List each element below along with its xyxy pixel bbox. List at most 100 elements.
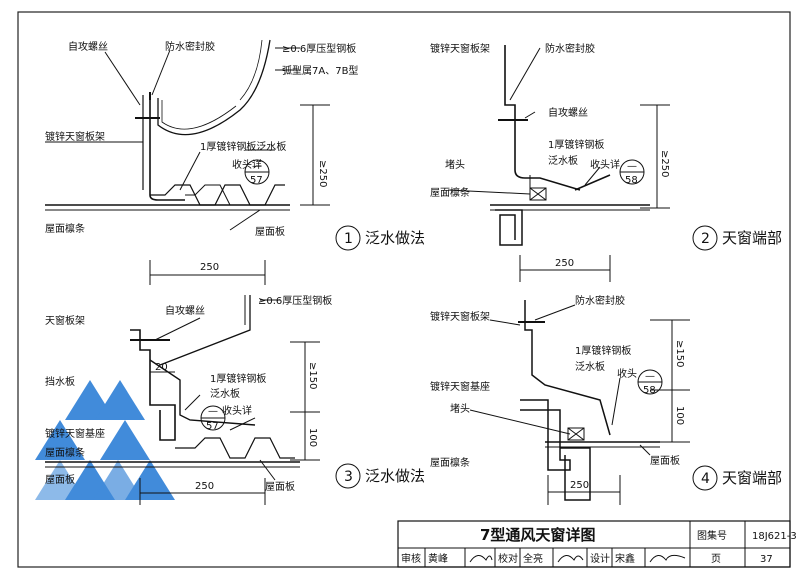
checker-name: 全亮: [523, 552, 543, 565]
label-sheet: ≥0.6厚压型钢板: [282, 42, 356, 55]
label-frame: 镀锌天窗板架: [430, 42, 490, 55]
detail-title: 泛水做法: [365, 467, 425, 485]
ref-top: —: [208, 406, 218, 417]
design-label: 设计: [590, 552, 610, 565]
detail-4: [469, 300, 718, 505]
flashing-plate: [504, 45, 581, 191]
dim-v2: 100: [674, 406, 685, 425]
label-screw: 自攻螺丝: [68, 40, 108, 53]
label-plug: 堵头: [445, 158, 465, 171]
designer-signature: [649, 554, 686, 563]
ref-top: —: [645, 371, 655, 382]
label-screw: 自攻螺丝: [548, 106, 588, 119]
label-flash1: 1厚镀锌钢板: [548, 138, 604, 151]
label-frame: 天窗板架: [45, 314, 85, 327]
label-flash2: 泛水板: [548, 154, 578, 167]
label-sealant: 防水密封胶: [545, 42, 595, 55]
review-label: 审核: [401, 552, 421, 565]
label-roof: 屋面板: [265, 480, 295, 493]
label-edge: 收头详: [232, 158, 262, 171]
detail-title: 天窗端部: [722, 229, 782, 247]
dim-h: 250: [195, 481, 214, 492]
label-frame: 镀锌天窗板架: [430, 310, 490, 323]
label-roof: 屋面板: [255, 225, 285, 238]
page-label: 页: [711, 553, 721, 565]
dim-v1: ≥150: [307, 362, 318, 389]
ref-top: —: [252, 161, 262, 172]
dim-v: ≥250: [659, 150, 670, 177]
label-sheet: ≥0.6厚压型钢板: [258, 294, 332, 307]
label-frame: 镀锌天窗板架: [45, 130, 105, 143]
title-block: [397, 520, 791, 568]
detail-1: [45, 39, 361, 285]
check-label: 校对: [498, 552, 518, 565]
label-baffle: 挡水板: [45, 375, 75, 388]
detail-number: 2: [701, 231, 710, 247]
label-flash2: 泛水板: [210, 387, 240, 400]
reviewer-name: 黄峰: [428, 552, 448, 565]
roof-sheet: [150, 184, 285, 206]
drawing-title: 7型通风天窗详图: [480, 526, 595, 544]
flashing-plate: [149, 359, 256, 426]
watermark-logo: [35, 380, 175, 500]
label-roof-left: 屋面板: [45, 473, 75, 486]
dim-h: 250: [200, 262, 219, 273]
dim-v2: 100: [307, 428, 318, 447]
detail-3-text: 天窗板架 自攻螺丝 ≥0.6厚压型钢板 挡水板 20 1厚镀锌钢板 泛水板 收头…: [45, 294, 425, 493]
label-purlin: 屋面檩条: [45, 446, 85, 459]
ref-top: —: [627, 161, 637, 172]
detail-number: 4: [701, 471, 710, 487]
detail-4-text: 防水密封胶 镀锌天窗板架 1厚镀锌钢板 泛水板 收头 — 58 镀锌天窗基座 堵…: [430, 294, 782, 491]
label-flash2: 泛水板: [575, 360, 605, 373]
label-flash1: 1厚镀锌钢板: [575, 344, 631, 357]
designer-name: 宋鑫: [615, 552, 635, 565]
label-edge: 收头: [617, 367, 637, 380]
dim-v: ≥250: [317, 160, 328, 187]
sheet: [159, 295, 251, 366]
detail-title: 天窗端部: [722, 469, 782, 487]
label-base: 镀锌天窗基座: [45, 427, 105, 440]
detail-1-text: 自攻螺丝 防水密封胶 ≥0.6厚压型钢板 弧型属7A、7B型 镀锌天窗板架 1厚…: [45, 40, 425, 273]
label-sealant: 防水密封胶: [165, 40, 215, 53]
label-base: 镀锌天窗基座: [430, 380, 490, 393]
arc-sheet: [157, 39, 271, 136]
dim-20: 20: [155, 362, 168, 373]
ref-bottom: 58: [625, 175, 638, 186]
ref-bottom: 58: [643, 385, 656, 396]
label-roof: 屋面板: [650, 454, 680, 467]
atlas-label: 图集号: [697, 529, 727, 542]
label-arc: 弧型属7A、7B型: [282, 64, 358, 77]
detail-2: [447, 45, 718, 282]
label-edge: 收头详: [222, 404, 252, 417]
atlas-number: 18J621-3: [752, 531, 797, 542]
label-flash1: 1厚镀锌钢板: [210, 372, 266, 385]
label-edge: 收头详: [590, 158, 620, 171]
label-purlin: 屋面檩条: [45, 222, 85, 235]
label-sealant: 防水密封胶: [575, 294, 625, 307]
dim-h: 250: [570, 480, 589, 491]
checker-signature: [557, 555, 584, 563]
base-frame: [520, 399, 571, 471]
reviewer-signature: [469, 555, 493, 563]
purlin-section: [495, 209, 523, 246]
detail-number: 1: [344, 231, 353, 247]
detail-2-text: 镀锌天窗板架 防水密封胶 自攻螺丝 1厚镀锌钢板 泛水板 收头详 — 58 堵头…: [430, 42, 782, 269]
detail-number: 3: [344, 469, 353, 485]
label-flash: 1厚镀锌钢板泛水板: [200, 140, 286, 153]
flashing-plate: [524, 300, 611, 436]
label-screw: 自攻螺丝: [165, 304, 205, 317]
detail-title: 泛水做法: [365, 229, 425, 247]
dim-h: 250: [555, 258, 574, 269]
page-number: 37: [760, 554, 773, 565]
ref-bottom: 57: [250, 175, 263, 186]
label-plug: 堵头: [450, 402, 470, 415]
base-frame: [130, 329, 176, 441]
label-purlin: 屋面檩条: [430, 456, 470, 469]
ref-bottom: 57: [206, 421, 219, 432]
detail-3: [45, 295, 361, 505]
roof-sheet: [175, 437, 295, 459]
label-purlin: 屋面檩条: [430, 186, 470, 199]
title-block-text: 7型通风天窗详图 图集号 18J621-3 审核 黄峰 校对 全亮 设计 宋鑫 …: [401, 526, 797, 565]
purlin-section: [560, 447, 591, 501]
